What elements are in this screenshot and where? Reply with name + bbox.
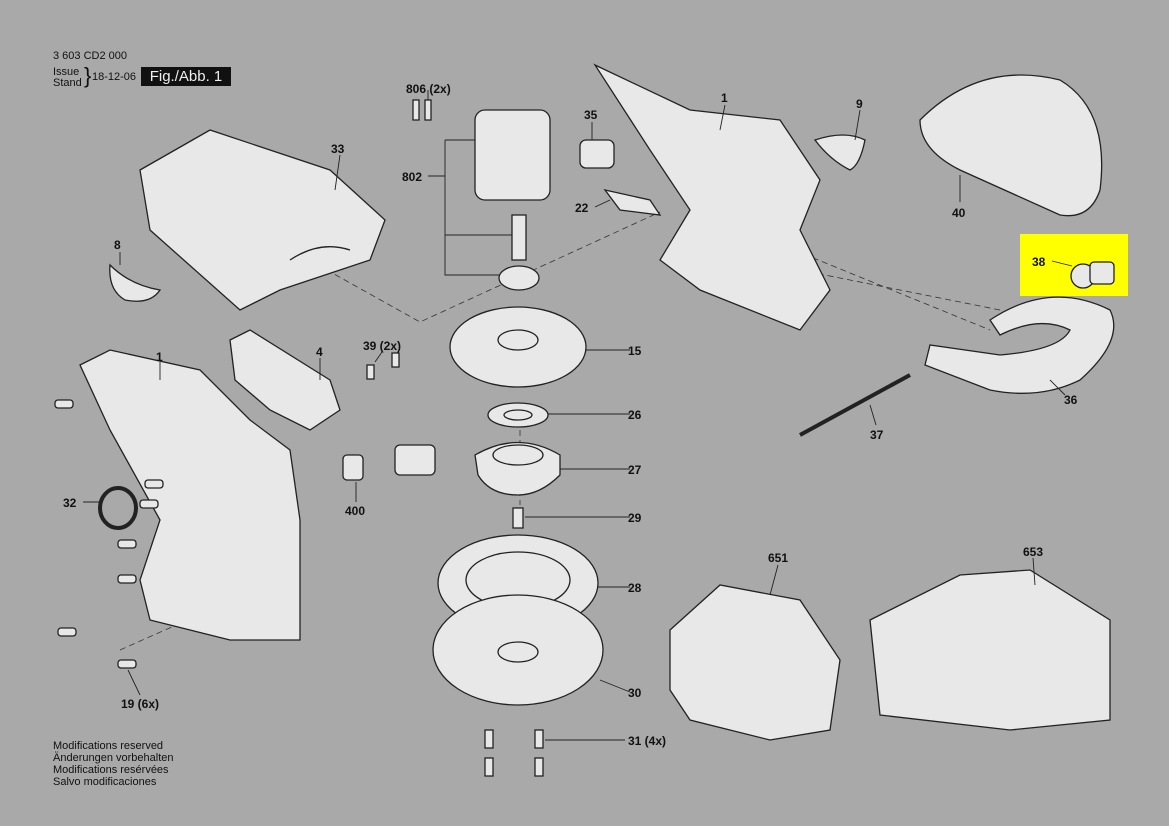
footer-line: Modifications reserved [53,740,164,752]
part-label-26: 26 [628,408,642,422]
part-32-ring [98,486,138,530]
part-8-label [109,263,162,302]
doc-number: 3 603 CD2 000 [53,50,127,62]
part-label-35: 35 [584,108,598,122]
part-label-40: 40 [952,206,966,220]
part-40-guard [919,74,1103,217]
figure-label: Fig./Abb. 1 [141,67,231,86]
part-label-806: 806 (2x) [406,82,451,96]
part-4-electronics [229,329,341,431]
part-label-651: 651 [768,551,789,565]
part-label-400: 400 [345,504,366,518]
part-label-30: 30 [628,686,642,700]
issue-date: 18-12-06 [92,71,137,83]
part-label-28: 28 [628,581,642,595]
part-651-battery [669,584,841,741]
stand-label: Stand [53,77,82,89]
leader-lines [83,90,1073,741]
part-label-27: 27 [628,463,642,477]
part-label-31: 31 (4x) [628,734,667,748]
part-9 [813,134,866,171]
footer-notes: Modifications reserved Änderungen vorbeh… [53,740,173,788]
issue-label: Issue [53,66,80,78]
part-1-housing-left [79,349,301,641]
part-label-32: 32 [63,496,77,510]
part-label-802: 802 [402,170,423,184]
part-38-knob [1070,261,1115,289]
footer-line: Salvo modificaciones [53,776,157,788]
brace: } [84,63,92,88]
part-label-1a: 1 [721,91,728,105]
part-label-22: 22 [575,201,589,215]
part-label-653: 653 [1023,545,1044,559]
footer-line: Änderungen vorbehalten [53,752,174,764]
part-36-handle [924,296,1115,394]
part-label-38: 38 [1032,255,1046,269]
part-label-8: 8 [114,238,121,252]
part-label-37: 37 [870,428,884,442]
part-label-33: 33 [331,142,345,156]
part-19-screws [54,399,164,669]
part-33-dust-box [139,129,386,311]
part-4-switch [394,444,436,476]
part-1-housing-top [593,63,831,331]
part-653-charger [869,569,1111,731]
part-35 [579,139,615,169]
part-label-39: 39 (2x) [363,339,402,353]
part-label-36: 36 [1064,393,1078,407]
footer-line: Modifications resérvées [53,764,169,776]
part-label-4: 4 [316,345,323,359]
part-label-9: 9 [856,97,863,111]
part-label-29: 29 [628,511,642,525]
part-29-screw [512,507,524,529]
part-22 [603,188,662,216]
part-400 [342,454,364,481]
part-31-screws [484,729,544,777]
part-label-1b: 1 [156,350,163,364]
part-37-bolt [799,373,911,437]
part-label-15: 15 [628,344,642,358]
part-802-motor [474,109,551,201]
part-label-19: 19 (6x) [121,697,160,711]
